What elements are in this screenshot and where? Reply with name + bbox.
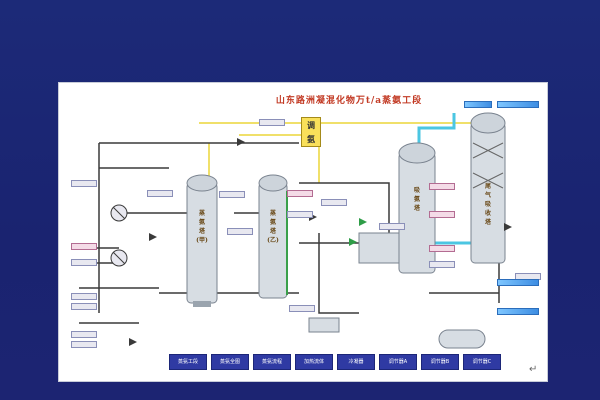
vessel-4-packing-4	[472, 172, 504, 189]
instrument-tag	[289, 305, 315, 312]
nav-button-2[interactable]: 蒸氨流程	[253, 354, 291, 370]
instrument-tag	[71, 243, 97, 250]
valve-7	[129, 338, 137, 346]
storage-drum	[438, 329, 486, 349]
vessel-1-label: 蒸 氨 塔 (甲)	[196, 210, 208, 244]
flow-arrow-tag	[497, 101, 539, 108]
vessel-3-top	[398, 142, 436, 164]
instrument-tag	[219, 191, 245, 198]
marker-bottom-label: 氨	[307, 134, 315, 144]
diagram-title: 山东路洲凝混化物万t/a蒸氨工段	[275, 96, 423, 106]
heat-exchanger-2-cross	[112, 251, 126, 265]
flow-arrow-tag	[464, 101, 492, 108]
vessel-3-label: 吸 氨 塔	[413, 187, 420, 212]
marker-top-label: 调	[307, 120, 315, 130]
valve-4	[349, 238, 357, 246]
valve-6	[504, 223, 512, 231]
instrument-tag	[259, 119, 285, 126]
instrument-tag	[429, 183, 455, 190]
instrument-tag	[71, 341, 97, 348]
nav-button-7[interactable]: 调节器C	[463, 354, 501, 370]
vessel-3-sump	[358, 232, 400, 264]
instrument-tag	[71, 180, 97, 187]
vessel-2-top	[258, 174, 288, 192]
nav-button-6[interactable]: 调节器B	[421, 354, 459, 370]
vessel-1-bottom-skirt	[193, 301, 211, 307]
instrument-tag	[287, 190, 313, 197]
flow-arrow-tag	[497, 308, 539, 315]
ammonia-control-marker[interactable]: 调 氨	[301, 117, 321, 147]
instrument-tag	[429, 211, 455, 218]
instrument-tag	[71, 331, 97, 338]
instrument-tag	[429, 245, 455, 252]
instrument-tag	[71, 303, 97, 310]
flow-arrow-tag	[497, 279, 539, 286]
nav-button-3[interactable]: 加热流体	[295, 354, 333, 370]
instrument-tag	[321, 199, 347, 206]
vessel-1-top	[186, 174, 218, 192]
vessel-4-top	[470, 112, 506, 134]
instrument-tag	[71, 293, 97, 300]
vapor-pipe-cyan	[417, 113, 456, 143]
process-flow-diagram	[79, 112, 512, 349]
instrument-tag	[227, 228, 253, 235]
nav-button-0[interactable]: 蒸氨工段	[169, 354, 207, 370]
return-icon[interactable]: ↵	[529, 364, 538, 375]
nav-button-bar: 蒸氨工段 蒸氨全图 蒸氨流程 加热流体 冷凝器 调节器A 调节器B 调节器C	[169, 354, 509, 370]
instrument-tag	[379, 223, 405, 230]
valve-1	[237, 138, 245, 146]
nav-button-5[interactable]: 调节器A	[379, 354, 417, 370]
instrument-tag	[287, 211, 313, 218]
vessel-4-label: 尾 气 吸 收 塔	[484, 183, 491, 226]
nav-button-1[interactable]: 蒸氨全图	[211, 354, 249, 370]
instrument-tag	[71, 259, 97, 266]
pipe-center-down	[318, 233, 359, 314]
receiver-tank	[308, 317, 340, 333]
nav-button-4[interactable]: 冷凝器	[337, 354, 375, 370]
vessel-4-packing-2	[472, 142, 504, 159]
valve-5	[359, 218, 367, 226]
vessel-2-label: 蒸 氨 塔 (乙)	[267, 210, 279, 244]
process-diagram-panel: 山东路洲凝混化物万t/a蒸氨工段	[58, 82, 548, 382]
instrument-tag	[429, 261, 455, 268]
valve-3	[149, 233, 157, 241]
heat-exchanger-1-cross	[112, 206, 126, 220]
instrument-tag	[147, 190, 173, 197]
